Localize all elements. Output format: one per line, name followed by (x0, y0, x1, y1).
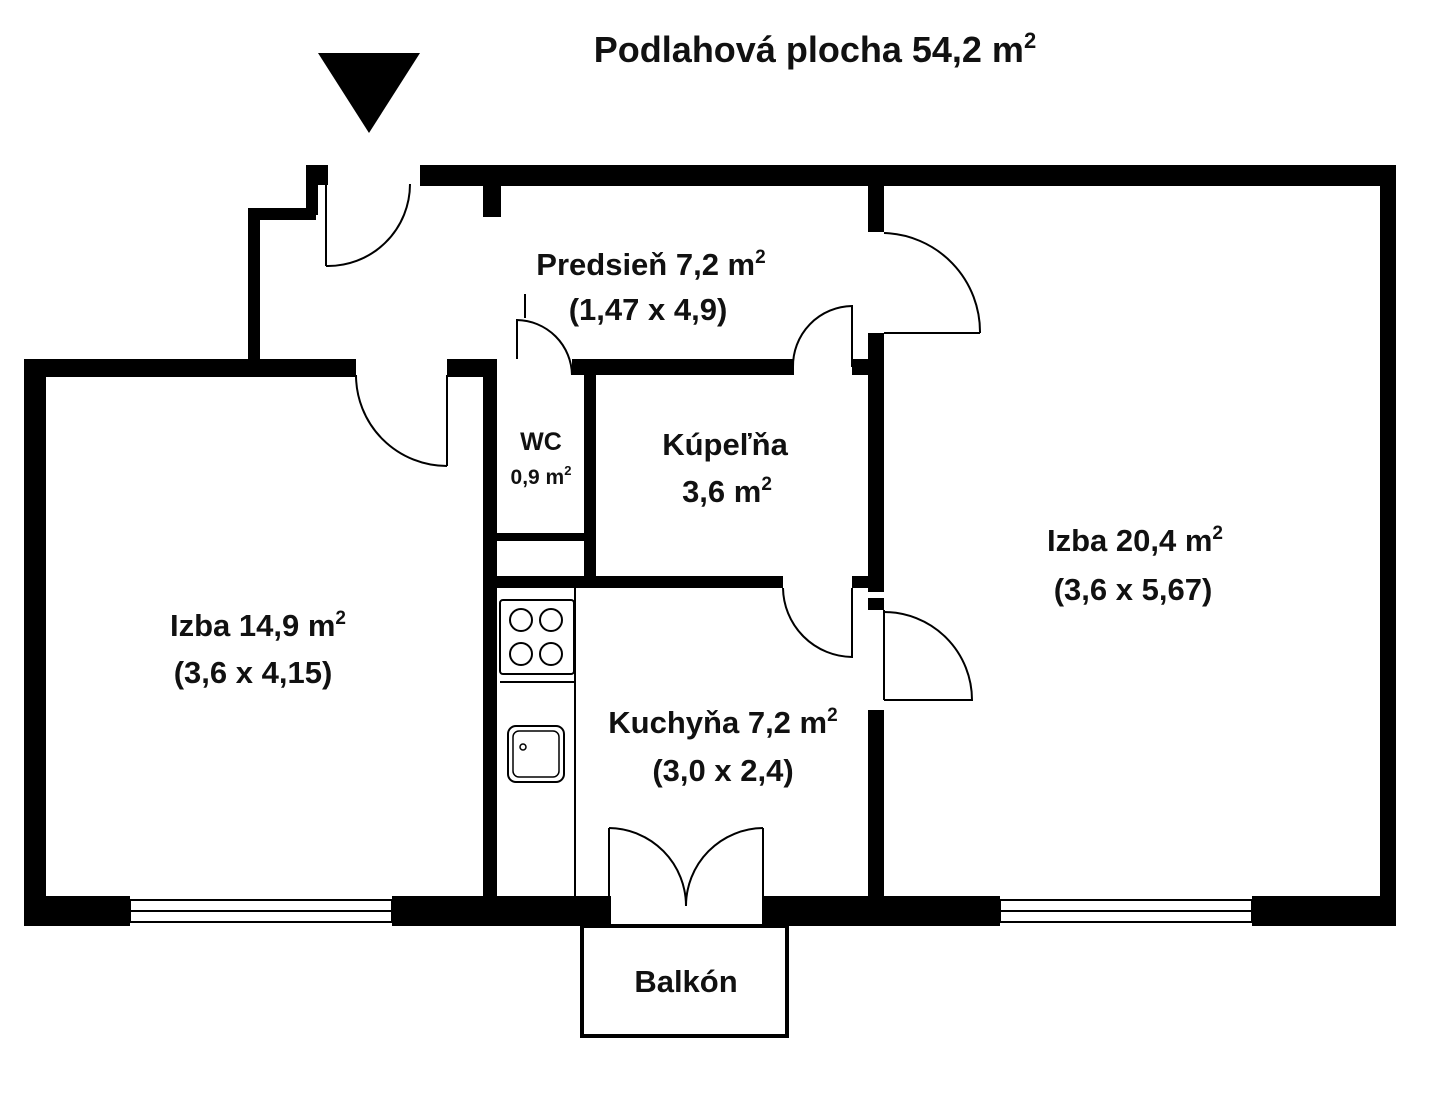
dims-izba-right: (3,6 x 5,67) (1054, 572, 1213, 607)
dims-izba-left: (3,6 x 4,15) (174, 655, 333, 690)
label-predsien: Predsieň 7,2 m2 (536, 247, 765, 282)
window-right (999, 899, 1253, 923)
plan-title: Podlahová plocha 54,2 m2 (594, 28, 1036, 70)
window-left (129, 899, 393, 923)
sink-icon (507, 725, 565, 783)
interior-walls (483, 165, 884, 926)
label-izba-left: Izba 14,9 m2 (170, 608, 346, 643)
label-kupelna: Kúpeľňa (662, 427, 788, 462)
dims-predsien: (1,47 x 4,9) (569, 292, 728, 327)
label-wc: WC (520, 428, 562, 456)
label-izba-right: Izba 20,4 m2 (1047, 523, 1223, 558)
balcony (580, 924, 789, 1038)
kitchen-counter (499, 588, 576, 896)
stove-icon (509, 608, 563, 666)
label-kuchyna: Kuchyňa 7,2 m2 (608, 705, 837, 740)
area-wc: 0,9 m2 (511, 463, 572, 489)
dims-kuchyna: (3,0 x 2,4) (652, 753, 793, 788)
area-kupelna: 3,6 m2 (682, 474, 772, 509)
entrance-arrow-icon (318, 53, 420, 133)
label-balkon: Balkón (634, 964, 737, 999)
doors (325, 183, 982, 924)
